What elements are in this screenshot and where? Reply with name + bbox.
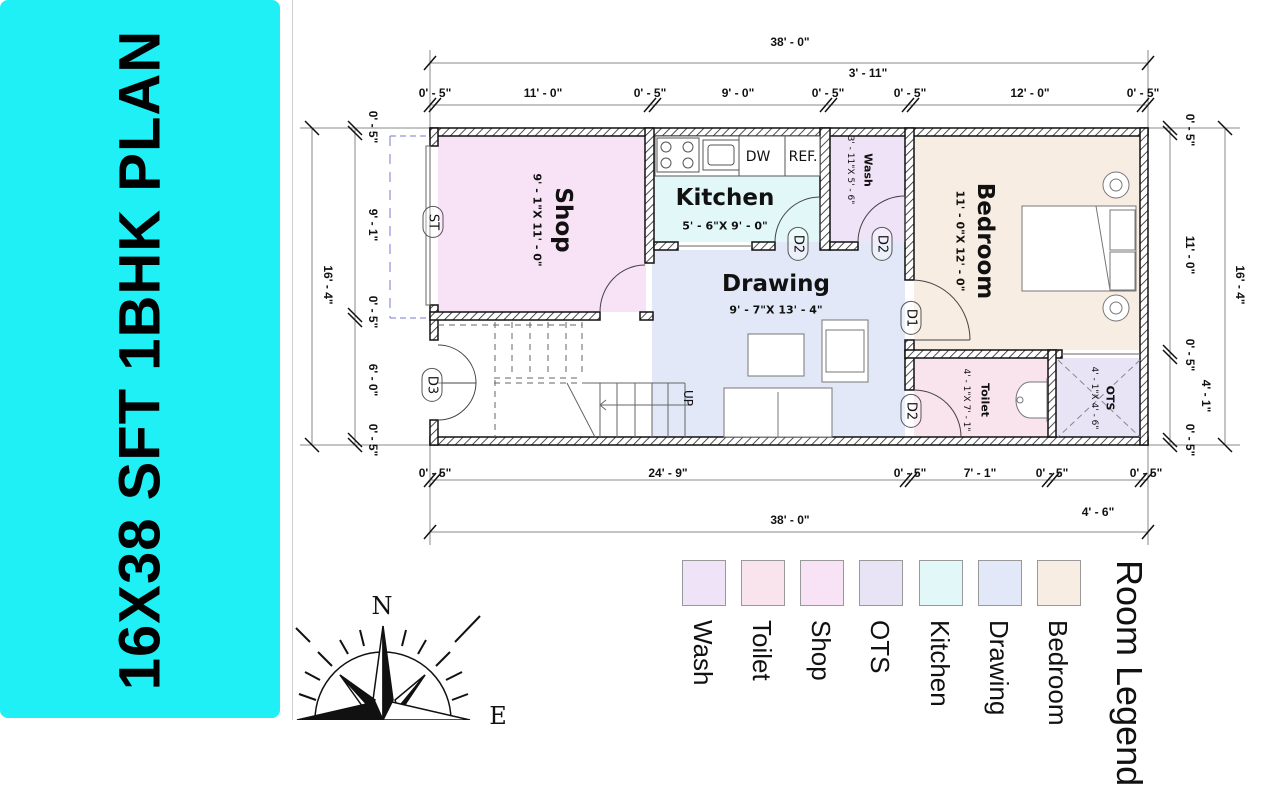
dim-top-overall: 38' - 0" xyxy=(770,35,810,49)
compass-rose xyxy=(295,615,481,720)
dim-top-chain: 0' - 5" xyxy=(633,86,667,100)
door-tag-d2-wash: D2 xyxy=(871,226,893,262)
legend-title: Room Legend xyxy=(1109,560,1150,786)
door-tag-d3: D3 xyxy=(421,367,443,403)
fridge-label: REF. xyxy=(788,149,818,165)
room-size-shop: 9' - 1"X 11' - 0" xyxy=(530,173,544,267)
openings xyxy=(389,135,1140,355)
door-tag-d2-toilet: D2 xyxy=(900,393,922,429)
dim-right-chain: 0' - 5" xyxy=(1183,423,1197,457)
dim-top-extra: 3' - 11" xyxy=(848,66,888,80)
legend-swatch-bedroom xyxy=(1037,560,1081,606)
floor-plan xyxy=(295,50,1240,720)
room-label-shop: Shop xyxy=(550,187,576,253)
title-banner: 16X38 SFT 1BHK PLAN xyxy=(0,0,280,718)
dim-left-overall: 16' - 4" xyxy=(321,265,335,305)
dim-left-chain: 0' - 5" xyxy=(366,423,380,457)
living-furniture xyxy=(723,319,869,438)
legend-swatch-toilet xyxy=(741,560,785,606)
dim-bottom-chain: 7' - 1" xyxy=(963,466,997,480)
legend-label-wash: Wash xyxy=(688,620,718,686)
stair-area xyxy=(438,320,652,437)
dim-left-chain: 6' - 0" xyxy=(366,363,380,397)
dim-right-overall: 16' - 4" xyxy=(1233,265,1247,305)
room-size-kitchen: 5' - 6"X 9' - 0" xyxy=(682,219,768,233)
dim-right-chain: 0' - 5" xyxy=(1183,113,1197,147)
door-tag-d1-bedroom: D1 xyxy=(900,300,922,336)
compass-north-label: N xyxy=(371,592,393,620)
room-label-bedroom: Bedroom xyxy=(972,182,998,300)
dimension-ticks xyxy=(304,55,1233,540)
dim-bottom-chain: 0' - 5" xyxy=(418,466,452,480)
stairs-up-label: UP xyxy=(681,389,695,407)
dim-bottom-extra: 4' - 6" xyxy=(1081,505,1115,519)
dim-top-chain: 0' - 5" xyxy=(418,86,452,100)
room-label-toilet: Toilet xyxy=(978,383,992,417)
dim-top-chain: 0' - 5" xyxy=(893,86,927,100)
bed xyxy=(1021,171,1137,322)
door-swings xyxy=(437,195,971,438)
legend-swatch-kitchen xyxy=(919,560,963,606)
dim-left-chain: 0' - 5" xyxy=(366,295,380,329)
dim-top-chain: 11' - 0" xyxy=(523,86,563,100)
ots-shaft xyxy=(1057,359,1141,438)
dim-top-chain: 12' - 0" xyxy=(1010,86,1050,100)
room-label-ots: OTS xyxy=(1103,385,1117,411)
dim-left-chain: 0' - 5" xyxy=(366,110,380,144)
coffee-table xyxy=(747,333,805,377)
dim-bottom-chain: 0' - 5" xyxy=(1035,466,1069,480)
door-tag-d2-kitchen: D2 xyxy=(787,226,809,262)
dim-bottom-chain: 24' - 9" xyxy=(648,466,688,480)
room-label-wash: Wash xyxy=(861,153,875,187)
legend-label-bedroom: Bedroom xyxy=(1043,620,1073,726)
dim-top-chain: 9' - 0" xyxy=(721,86,755,100)
legend-swatch-drawing xyxy=(978,560,1022,606)
legend-label-drawing: Drawing xyxy=(984,620,1014,716)
legend-swatch-wash xyxy=(682,560,726,606)
dim-top-chain: 0' - 5" xyxy=(811,86,845,100)
staircase xyxy=(438,322,690,438)
dim-bottom-chain: 0' - 5" xyxy=(893,466,927,480)
room-size-wash: 3' - 11"X 5' - 6" xyxy=(845,135,855,205)
room-size-bedroom: 11' - 0"X 12' - 0" xyxy=(953,190,967,292)
legend-swatch-ots xyxy=(859,560,903,606)
room-label-drawing: Drawing xyxy=(722,271,830,297)
room-label-kitchen: Kitchen xyxy=(675,185,775,211)
dishwasher-label: DW xyxy=(745,149,771,165)
room-size-toilet: 4' - 1"X 7' - 1" xyxy=(961,368,971,432)
dim-right-chain: 4' - 1" xyxy=(1199,379,1213,413)
legend-label-toilet: Toilet xyxy=(747,620,777,681)
legend-label-shop: Shop xyxy=(806,620,836,681)
dim-right-chain: 0' - 5" xyxy=(1183,338,1197,372)
walls xyxy=(429,127,1149,446)
room-size-drawing: 9' - 7"X 13' - 4" xyxy=(729,303,823,317)
dimension-lines xyxy=(300,50,1240,545)
compass-east-label: E xyxy=(489,702,507,730)
room-shop xyxy=(438,136,646,312)
page-margin xyxy=(1267,0,1280,720)
toilet-fixture xyxy=(1015,378,1048,422)
dim-right-chain: 11' - 0" xyxy=(1183,235,1197,275)
dim-top-chain: 0' - 5" xyxy=(1126,86,1160,100)
room-wash xyxy=(830,136,905,242)
dim-bottom-chain: 0' - 5" xyxy=(1129,466,1163,480)
legend-label-kitchen: Kitchen xyxy=(925,620,955,707)
legend-label-ots: OTS xyxy=(865,620,895,674)
room-size-ots: 4' - 1"X 4' - 6" xyxy=(1089,366,1099,430)
dim-left-chain: 9' - 1" xyxy=(366,208,380,242)
window-tag-st: ST xyxy=(422,205,444,239)
dim-bottom-overall: 38' - 0" xyxy=(770,513,810,527)
legend-swatch-shop xyxy=(800,560,844,606)
kitchen-counter xyxy=(654,135,821,177)
